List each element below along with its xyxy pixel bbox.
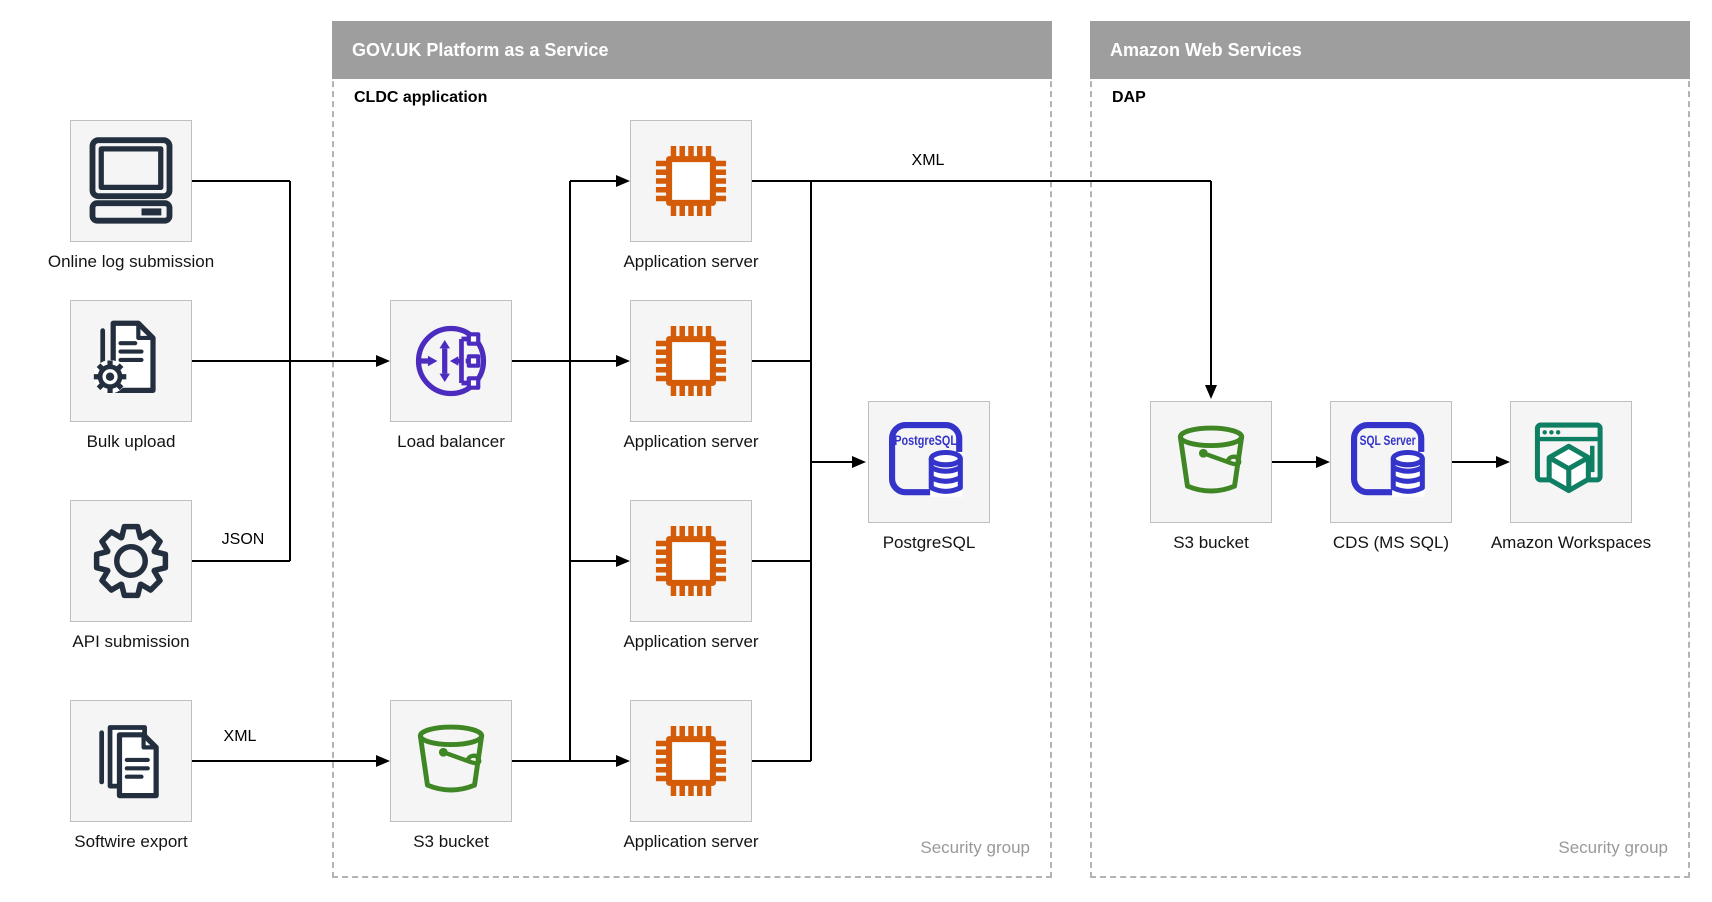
gear-icon bbox=[93, 523, 169, 599]
node-label-application-server-4: Application server bbox=[623, 832, 759, 851]
cpu-chip-icon bbox=[655, 145, 727, 217]
node-label-postgresql: PostgreSQL bbox=[882, 533, 976, 552]
bucket-icon bbox=[1177, 425, 1245, 494]
document-gear-icon bbox=[93, 320, 156, 394]
cpu-chip-icon bbox=[655, 325, 727, 397]
node-aws-s3-bucket bbox=[1150, 401, 1272, 523]
postgresql-icon: PostgreSQL bbox=[888, 421, 963, 497]
computer-icon bbox=[89, 137, 173, 224]
node-api-submission bbox=[70, 500, 192, 622]
bucket-icon bbox=[417, 724, 485, 793]
node-label-softwire-export: Softwire export bbox=[74, 832, 188, 851]
sql-server-icon: SQL Server bbox=[1350, 421, 1425, 497]
node-label-govuk-s3-bucket: S3 bucket bbox=[413, 832, 489, 851]
edge-label-json: JSON bbox=[221, 531, 265, 548]
node-label-bulk-upload: Bulk upload bbox=[86, 432, 176, 451]
cpu-chip-icon bbox=[655, 525, 727, 597]
load-balancer-icon bbox=[415, 325, 487, 397]
node-label-application-server-1: Application server bbox=[623, 252, 759, 271]
govuk-security-group-label: Security group bbox=[920, 838, 1030, 857]
workspaces-icon bbox=[1534, 422, 1603, 494]
node-bulk-upload bbox=[70, 300, 192, 422]
node-application-server-4 bbox=[630, 700, 752, 822]
node-label-online-log-submission: Online log submission bbox=[47, 252, 215, 271]
postgresql-icon-text: PostgreSQL bbox=[894, 432, 957, 448]
aws-header: Amazon Web Services bbox=[1090, 21, 1690, 79]
node-application-server-1 bbox=[630, 120, 752, 242]
aws-security-group-label: Security group bbox=[1558, 838, 1668, 857]
node-application-server-3 bbox=[630, 500, 752, 622]
node-label-application-server-3: Application server bbox=[623, 632, 759, 651]
node-application-server-2 bbox=[630, 300, 752, 422]
node-label-load-balancer: Load balancer bbox=[397, 432, 505, 451]
node-softwire-export bbox=[70, 700, 192, 822]
aws-container: Amazon Web Services DAP Security group bbox=[1090, 21, 1690, 878]
govuk-paas-header: GOV.UK Platform as a Service bbox=[332, 21, 1052, 79]
node-cds-mssql: SQL Server bbox=[1330, 401, 1452, 523]
node-load-balancer bbox=[390, 300, 512, 422]
sql-server-icon-text: SQL Server bbox=[1360, 432, 1416, 448]
node-amazon-workspaces bbox=[1510, 401, 1632, 523]
node-postgresql: PostgreSQL bbox=[868, 401, 990, 523]
node-label-application-server-2: Application server bbox=[623, 432, 759, 451]
cldc-application-label: CLDC application bbox=[354, 89, 488, 106]
documents-stack-icon bbox=[99, 725, 159, 799]
node-online-log-submission bbox=[70, 120, 192, 242]
cpu-chip-icon bbox=[655, 725, 727, 797]
node-govuk-s3-bucket bbox=[390, 700, 512, 822]
node-label-amazon-workspaces: Amazon Workspaces bbox=[1490, 533, 1652, 552]
edge-label-xml-to-aws: XML bbox=[911, 152, 945, 169]
dap-label: DAP bbox=[1112, 89, 1146, 106]
node-label-api-submission: API submission bbox=[72, 632, 190, 651]
edge-label-xml-softwire: XML bbox=[223, 728, 257, 745]
